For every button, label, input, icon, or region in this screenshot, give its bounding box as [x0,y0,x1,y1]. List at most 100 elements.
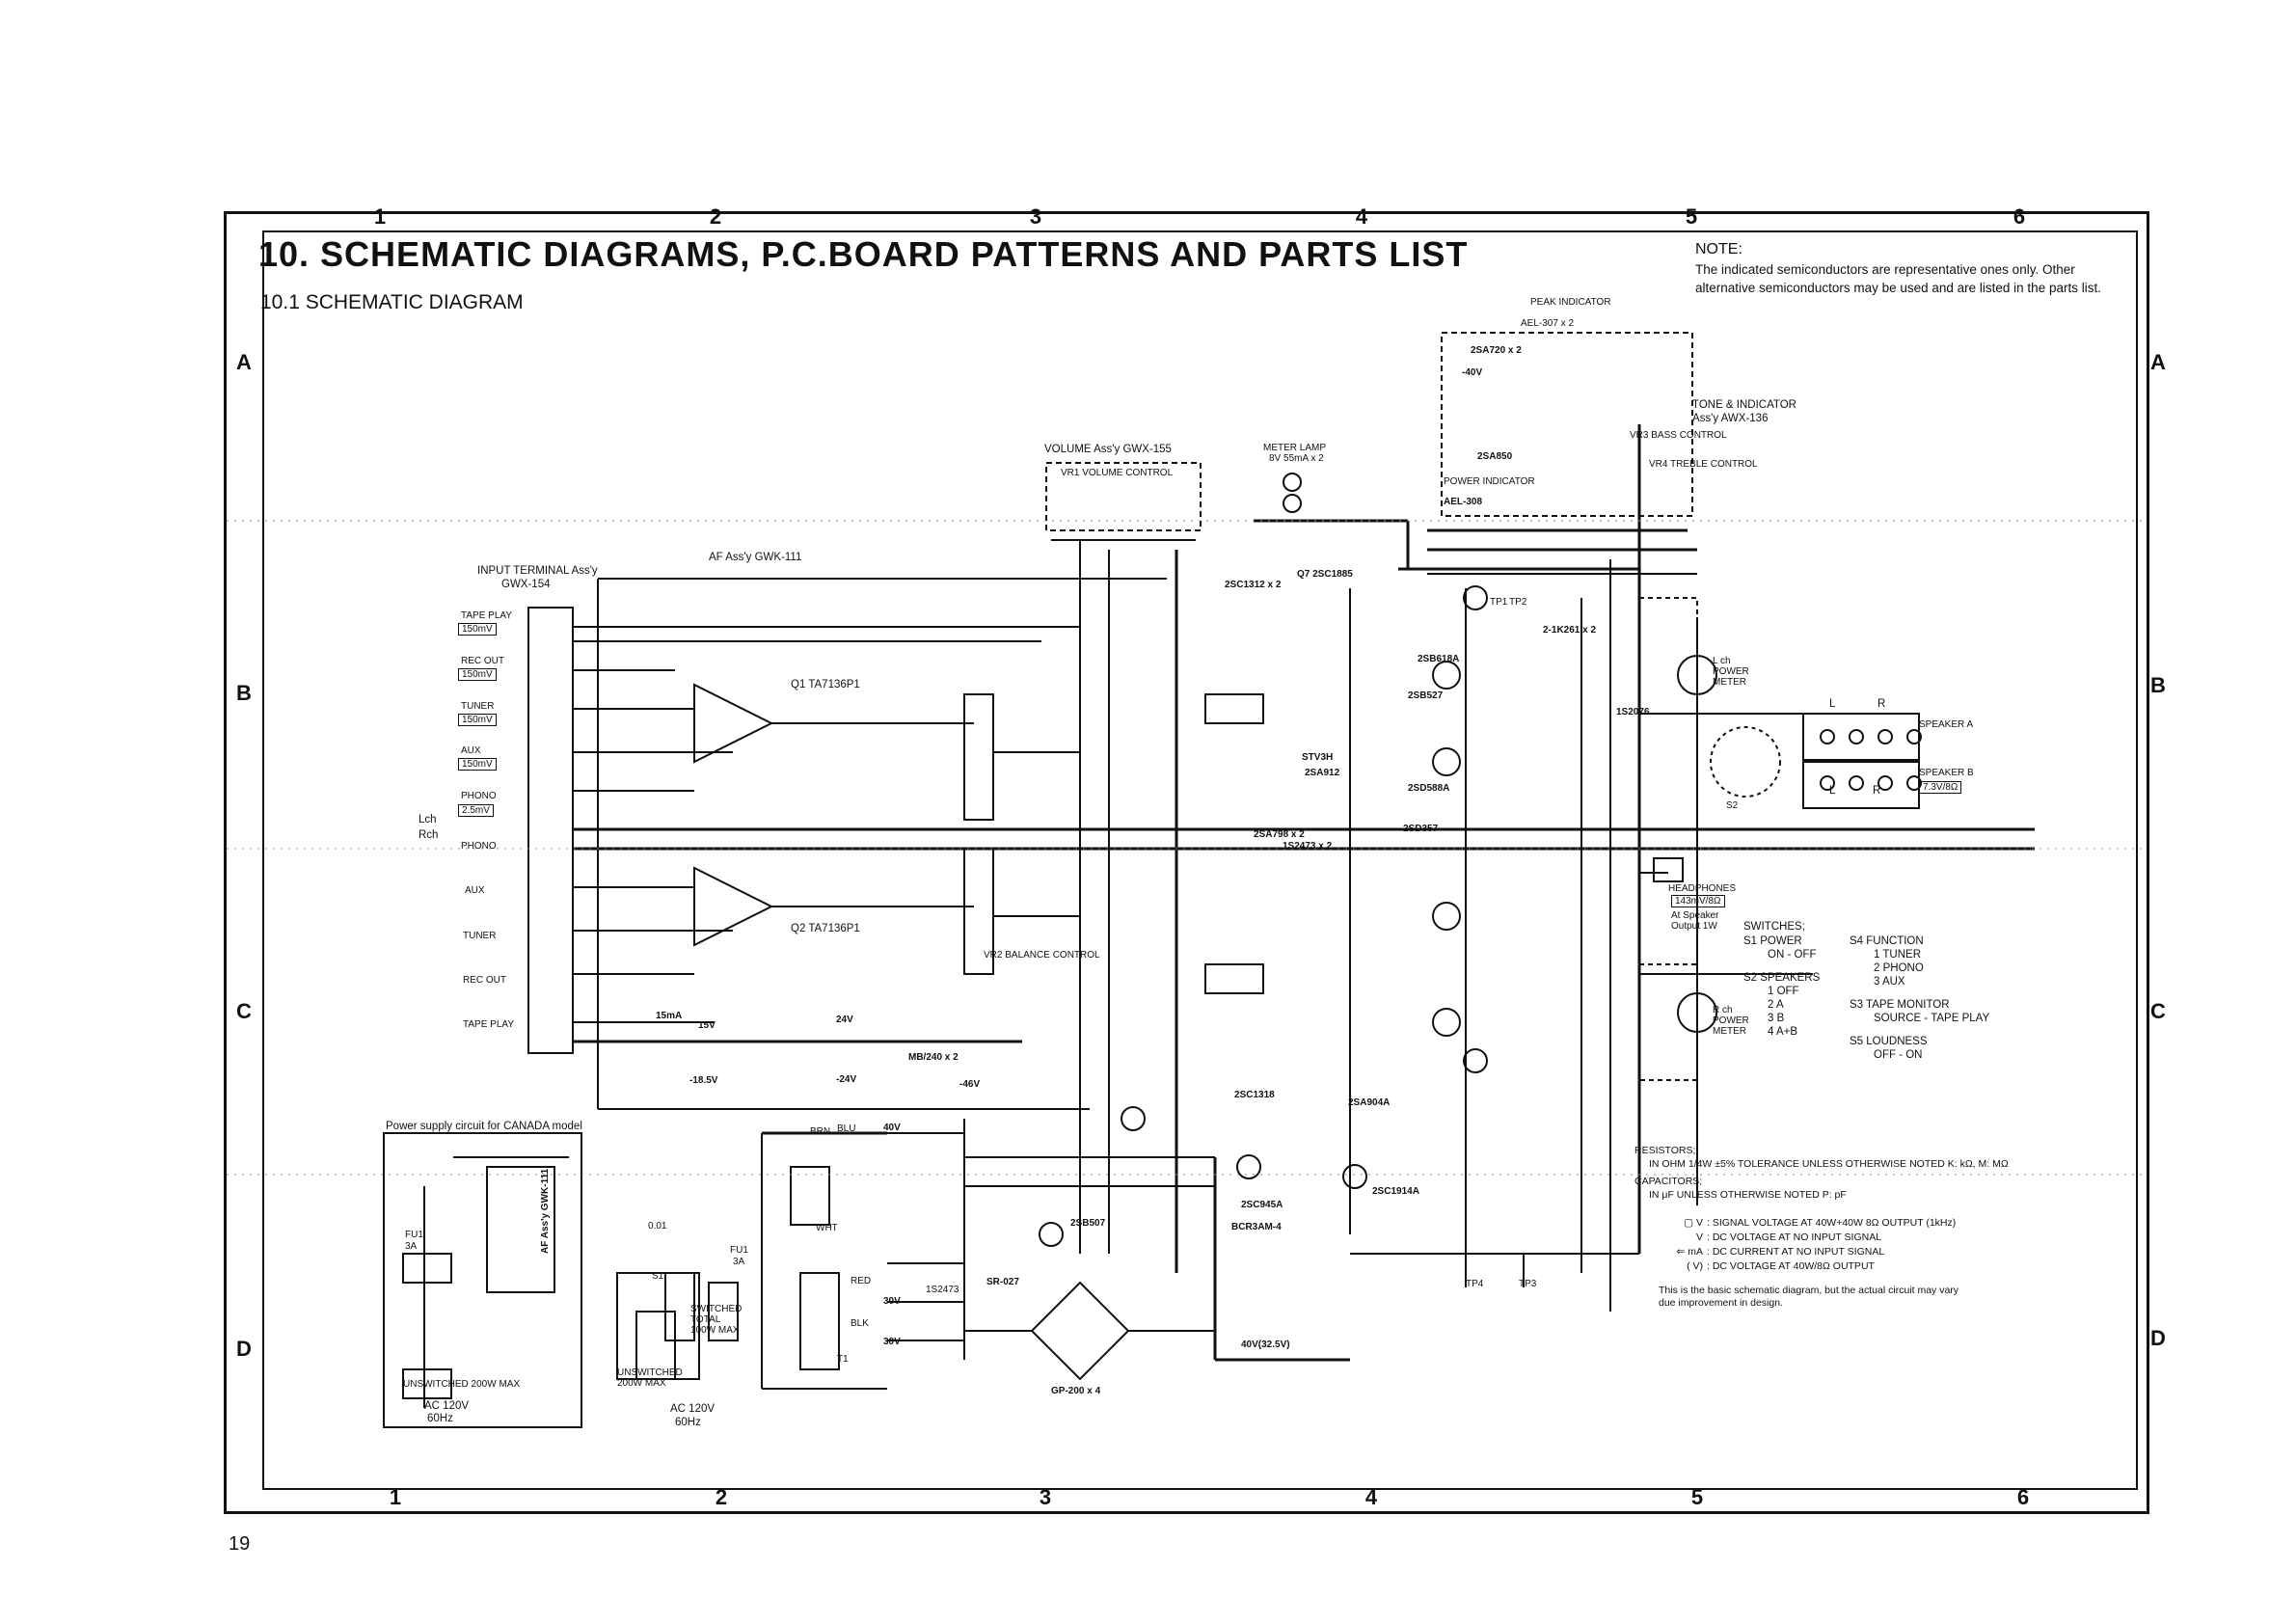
col-label-3: 3 [1029,204,1042,229]
voltage-15v: 15V [698,1020,716,1031]
wire-red: RED [851,1276,872,1286]
legend-symbol-2: V [1695,1232,1703,1243]
input-tuner-level: 150mV [458,714,497,726]
input-tuner: TUNER [461,701,495,712]
test-point-1: TP1 [1490,597,1508,608]
part-q2: Q2 TA7136P1 [791,923,860,934]
note-label: NOTE: [1695,241,1742,257]
part-sr027: SR-027 [986,1277,1019,1287]
part-2sd357: 2SD357 [1403,824,1439,834]
outer-frame [224,211,2149,1514]
part-2sa912: 2SA912 [1305,768,1340,778]
page-subtitle: 10.1 SCHEMATIC DIAGRAM [260,291,524,313]
page-title: 10. SCHEMATIC DIAGRAMS, P.C.BOARD PATTER… [258,234,1469,274]
part-2sb507: 2SB507 [1070,1218,1106,1229]
power-indicator-code: AEL-308 [1444,497,1483,507]
tone-indicator-label: TONE & INDICATOR [1692,399,1796,411]
inner-frame [262,230,2138,1490]
lch-power-meter: L ch POWER METER [1713,656,1749,688]
input-tape-play-level: 150mV [458,623,497,636]
part-2sb618a: 2SB618A [1418,654,1460,664]
col-label-2: 2 [709,204,722,229]
volume-assembly-box [1045,462,1202,531]
switches-title: SWITCHES; [1743,921,1805,933]
legend-symbol-3: ⇐ mA [1676,1246,1703,1258]
row-label-right-d: D [2150,1326,2166,1350]
speaker-l-label: L [1829,698,1836,710]
part-stv3h: STV3H [1302,752,1334,763]
switch-s2-value-4: 4 A+B [1768,1026,1798,1038]
capacitor-001: 0.01 [648,1221,667,1232]
switch-s1: S1 [652,1271,664,1282]
volume-assembly-label: VOLUME Ass'y GWX-155 [1044,444,1172,455]
input-rec-out-r: REC OUT [463,975,506,986]
af-vertical-label: AF Ass'y GWK-111 [540,1168,551,1254]
test-point-3: TP3 [1519,1279,1537,1289]
ac-60hz-canada: 60Hz [427,1413,453,1424]
col-label-bottom-2: 2 [715,1485,728,1509]
speaker-b-label: SPEAKER B [1919,768,1974,778]
voltage-30v: 30V [883,1296,901,1307]
input-phono: PHONO [461,791,497,801]
unswitched-200w: UNSWITCHED 200W MAX [617,1367,683,1389]
wire-blu: BLU [837,1123,856,1134]
switch-s2-value-1: 1 OFF [1768,986,1799,997]
part-2sa720: 2SA720 x 2 [1471,345,1522,356]
input-aux-level: 150mV [458,758,497,771]
switch-s4-value-1: 1 TUNER [1874,949,1921,961]
switch-s4-value-3: 3 AUX [1874,976,1905,988]
switch-s3-value: SOURCE - TAPE PLAY [1874,1013,1990,1024]
part-1s2076: 1S2076 [1616,707,1650,717]
part-2sd588a: 2SD588A [1408,783,1450,794]
rch-power-meter: R ch POWER METER [1713,1005,1749,1037]
switch-s5-value: OFF - ON [1874,1049,1923,1061]
col-label-bottom-5: 5 [1690,1485,1704,1509]
voltage-minus-46v: -46V [959,1079,981,1090]
wire-blk: BLK [851,1318,869,1329]
ac-120v-canada: AC 120V [424,1400,470,1412]
wire-brn: BRN [810,1126,831,1137]
voltage-24v: 24V [836,1015,853,1025]
col-label-6: 6 [2012,204,2026,229]
fuse-fu1: FU1 [730,1245,748,1256]
input-lch: Lch [419,814,437,826]
ac-120v: AC 120V [670,1403,716,1415]
resistors-text: IN OHM 1/4W ±5% TOLERANCE UNLESS OTHERWI… [1649,1158,2009,1170]
canada-power-supply-box [383,1132,582,1428]
row-label-right-c: C [2150,999,2166,1023]
col-label-bottom-6: 6 [2016,1485,2030,1509]
headphones-note: At Speaker Output 1W [1671,910,1719,932]
col-label-1: 1 [373,204,387,229]
row-label-right-b: B [2150,673,2166,697]
switch-s1-label: S1 POWER [1743,935,1802,947]
capacitors-text: IN μF UNLESS OTHERWISE NOTED P: pF [1649,1189,1847,1201]
part-2sc1885: Q7 2SC1885 [1297,569,1353,580]
unswitched-canada: UNSWITCHED 200W MAX [403,1379,521,1390]
speaker-selector-switch [1710,726,1781,798]
power-indicator-label: POWER INDICATOR [1444,476,1535,487]
fuse-canada-rating: 3A [405,1241,418,1252]
part-vr4: VR4 TREBLE CONTROL [1649,459,1758,470]
part-q1: Q1 TA7136P1 [791,679,860,690]
part-mb240: MB/240 x 2 [908,1052,959,1063]
row-label-a: A [236,350,252,374]
meter-lamp-spec: 8V 55mA x 2 [1269,453,1324,464]
voltage-40v-32v: 40V(32.5V) [1241,1340,1290,1350]
part-1s2473-b: 1S2473 [926,1285,959,1295]
part-1s2473: 1S2473 x 2 [1283,841,1333,852]
tone-assembly-box [1441,332,1693,517]
peak-indicator-code: AEL-307 x 2 [1521,318,1575,329]
col-label-5: 5 [1685,204,1698,229]
switch-s2-value-3: 3 B [1768,1013,1785,1024]
switch-s4-label: S4 FUNCTION [1850,935,1924,947]
col-label-bottom-3: 3 [1039,1485,1052,1509]
part-2sc945a: 2SC945A [1241,1200,1283,1210]
voltage-30v-b: 30V [883,1337,901,1347]
legend-text-4: : DC VOLTAGE AT 40W/8Ω OUTPUT [1707,1260,1875,1272]
col-label-4: 4 [1355,204,1368,229]
legend-symbol-1: ▢ V [1684,1217,1703,1229]
voltage-minus-24v: -24V [836,1074,857,1085]
switch-s5-label: S5 LOUDNESS [1850,1036,1928,1047]
part-2sa904a: 2SA904A [1348,1097,1391,1108]
